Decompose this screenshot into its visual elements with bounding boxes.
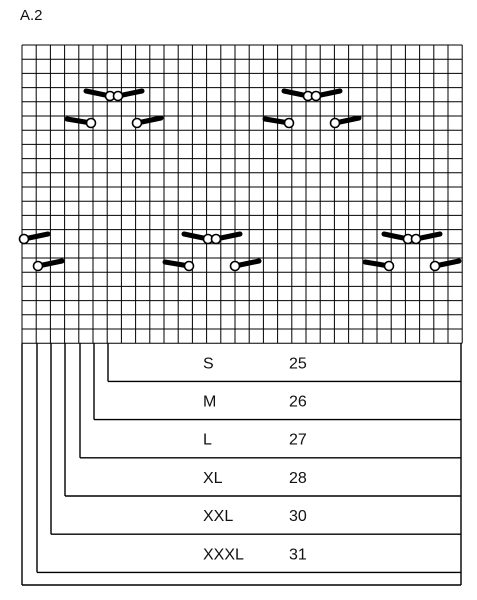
cable-crossing-symbol	[381, 231, 414, 245]
cable-crossing-symbol	[262, 116, 295, 129]
cable-crossing-symbol	[429, 258, 462, 272]
stitch-count: 25	[289, 355, 307, 372]
cable-symbols	[18, 88, 462, 272]
cable-crossing-symbol	[281, 88, 314, 102]
cable-crossing-symbol	[83, 88, 116, 102]
cable-crossing-symbol	[329, 115, 362, 129]
cable-crossing-symbol	[162, 259, 195, 272]
stitch-count: 30	[289, 508, 307, 525]
cable-crossing-symbol	[310, 88, 343, 102]
size-label: XXXL	[203, 546, 244, 563]
size-label: L	[203, 432, 212, 449]
size-label: XL	[203, 470, 223, 487]
cable-crossing-symbol	[229, 258, 262, 272]
chart-title: A.2	[20, 7, 43, 24]
cable-crossing-symbol	[18, 231, 51, 245]
stitch-count: 26	[289, 394, 307, 411]
cable-crossing-symbol	[362, 259, 395, 272]
size-label: M	[203, 394, 216, 411]
size-label: XXL	[203, 508, 233, 525]
cable-crossing-symbol	[64, 116, 97, 129]
cable-crossing-symbol	[410, 231, 443, 245]
cable-crossing-symbol	[131, 115, 164, 129]
cable-crossing-symbol	[181, 231, 214, 245]
cable-crossing-symbol	[32, 258, 65, 272]
cable-crossing-symbol	[112, 88, 145, 102]
size-label: S	[203, 355, 214, 372]
stitch-count: 31	[289, 546, 307, 563]
cable-crossing-symbol	[210, 231, 243, 245]
stitch-count: 28	[289, 470, 307, 487]
stitch-count: 27	[289, 432, 307, 449]
